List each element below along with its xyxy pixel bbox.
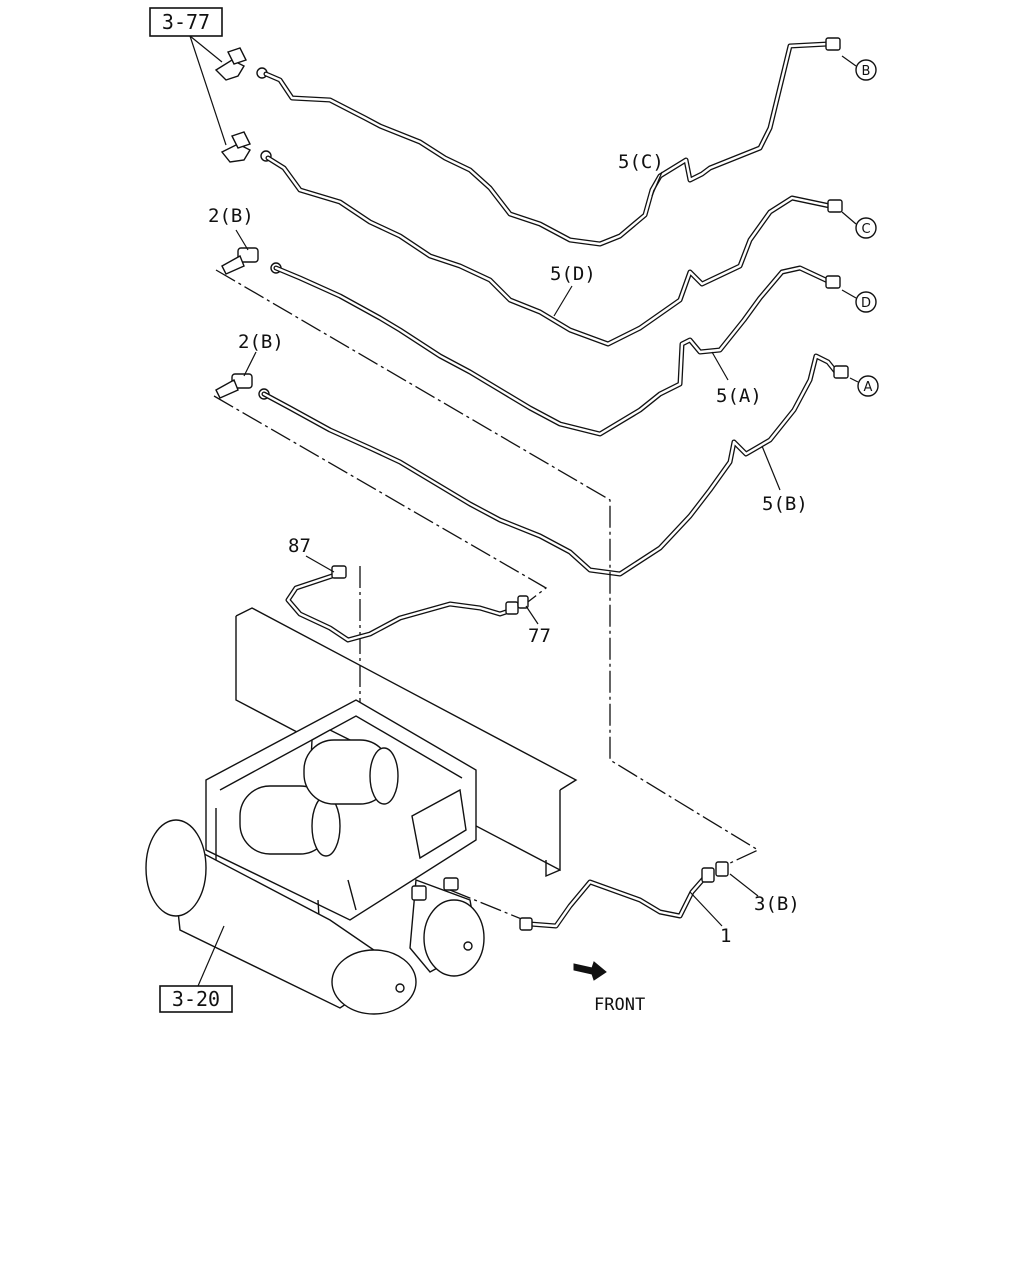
pipe-1 [519,861,729,931]
pipe-5c [263,41,831,247]
svg-text:B: B [862,64,871,79]
fitting-2b-lower [215,373,270,400]
callout-part-77: 77 [528,625,551,647]
bracket-assembly [205,699,477,935]
callout-fitting-2b-lower: 2(B) [238,331,284,353]
ref-box-3-20[interactable]: 3-20 [159,985,233,1013]
front-direction-label: FRONT [594,995,645,1015]
fitting-2b-upper [221,247,282,275]
callout-part-1: 1 [720,925,731,947]
leader-3-77-upper [189,35,223,63]
ref-box-3-20-label: 3-20 [172,987,220,1011]
svg-text:A: A [864,380,873,395]
air-tank-right [409,879,485,977]
pipe-5d [265,155,833,347]
svg-text:C: C [861,222,870,237]
leader-3-77-lower [189,35,227,146]
svg-text:D: D [861,296,871,311]
pipe-end-nuts [825,37,849,379]
elbow-fitting-lower [220,131,272,163]
ref-box-3-77[interactable]: 3-77 [149,7,223,37]
elbow-fitting-upper [214,47,268,81]
callout-pipe-5c: 5(C) [618,151,664,173]
front-arrow-icon [573,961,607,981]
connection-marker-d: D [841,289,877,313]
pipe-5b [261,353,839,577]
pipe-5a [273,265,833,437]
callout-fitting-2b-upper: 2(B) [208,205,254,227]
air-tank-left [145,819,417,1015]
callout-pipe-5a: 5(A) [716,385,762,407]
callout-leaders [235,171,781,927]
connection-marker-c: C [841,211,877,239]
leader-3-20 [197,925,225,987]
pipe-87 [285,565,529,643]
callout-part-87: 87 [288,535,311,557]
connection-marker-a: A [849,375,879,397]
callout-pipe-5d: 5(D) [550,263,596,285]
callout-pipe-5b: 5(B) [762,493,808,515]
tank-fitting [411,877,459,901]
callout-part-3b: 3(B) [754,893,800,915]
connection-marker-b: B [841,55,877,81]
ref-box-3-77-label: 3-77 [162,10,210,34]
